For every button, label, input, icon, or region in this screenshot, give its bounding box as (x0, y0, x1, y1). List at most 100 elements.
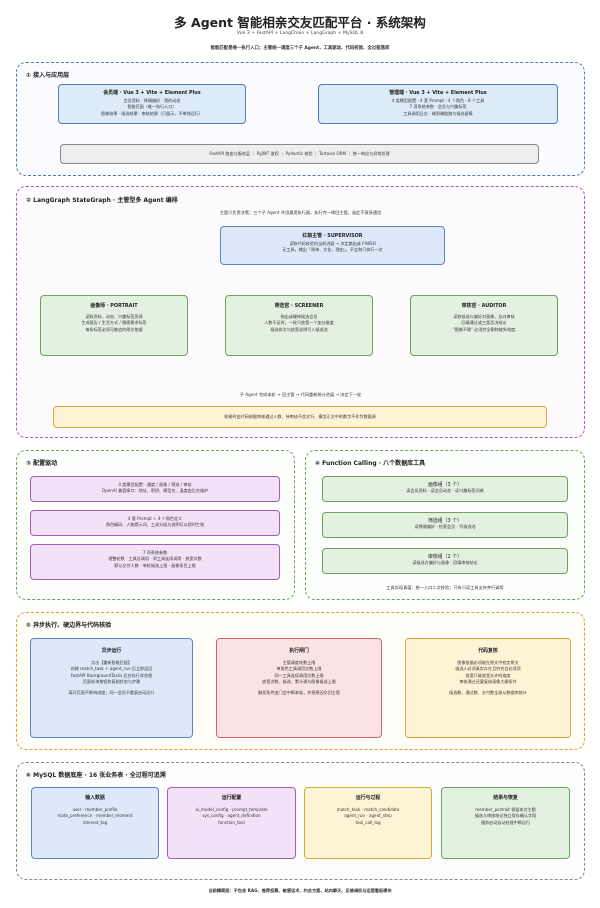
tool-group-auditor: 审核组（2 个） 读候选方偏好与画像 · 回填审核结论 (322, 548, 568, 574)
agent-screener-box: 筛选官 · SCREENER 拖出或硬伸候选会员 人数不足时，一轮只放宽一个加分… (225, 295, 373, 356)
async-line: 离开页面不影响进度；同一会员不重复启动运行 (68, 690, 155, 696)
backend-bar: FastAPI 路由与服务层 ｜ PyJWT 鉴权 ｜ Pydantic 校验 … (60, 144, 539, 164)
db-result-box: 结果与恢复 member_portrait 保留本次主题 候选与审核结论独立保存… (441, 787, 570, 859)
db-config-title: 运行配置 (221, 795, 242, 801)
tool-group-auditor-line: 读候选方偏好与画像 · 回填审核结论 (412, 560, 478, 565)
tool-group-screener: 筛选组（3 个） 读择偶偏好 · 检索会员 · 写候选池 (322, 512, 568, 538)
db-input-line: interest_tag (82, 819, 108, 825)
agent-auditor-title: 审核官 · AUDITOR (461, 303, 507, 309)
code-check-line: 审核通过还要复核画像大纲条件 (459, 679, 517, 685)
admin-client-title: 管理端 · Vue 3 + Vite + Element Plus (389, 90, 487, 96)
code-check-box: 代码复核 图像依据必须能在原文中检定原文 候选人必须真实存在且符合会必须项 放宽… (405, 638, 571, 738)
tool-group-auditor-title: 审核组（2 个） (427, 554, 462, 560)
agent-auditor-line: "图像不稳" 必须完全剔除被失效度 (452, 326, 516, 332)
tool-group-portrait-title: 画像组（3 个） (427, 482, 462, 488)
footer-note: 当前精简版：不包含 RAG、推荐投票、敏感话术、约会方案、站内聊天、反馈调权与运… (208, 888, 392, 893)
supervisor-box: 红娘主管 · SUPERVISOR 读取代码校验的当前进展 → 决定路由或 FI… (220, 226, 445, 265)
async-line: 页面轮询按钮和复制状态与步骤 (82, 679, 141, 685)
agent-screener-line: 拖出或硬伸候选会员 (280, 314, 318, 319)
backend-bar-text: FastAPI 路由与服务层 ｜ PyJWT 鉴权 ｜ Pydantic 校验 … (209, 151, 390, 156)
db-runtime-line: tool_call_log (355, 819, 381, 825)
admin-client-box: 管理端 · Vue 3 + Vite + Element Plus 4 类模型配… (318, 84, 558, 124)
orchestration-desc: 主管只负责决策；三个子 Agent 共用通用执行器，执行完一律回主管，谁此不直接… (219, 210, 382, 215)
agent-screener-line: 人数不足时，一轮只放宽一个加分维度 (264, 320, 334, 326)
user-client-line: 会员资料 · 择偶偏好 · 我的动态 (123, 98, 181, 103)
section-database-title: ⑥ MySQL 数据底座 · 16 张业务表 · 全过程可追溯 (26, 772, 166, 779)
section-access-layer-title: ① 接入与应用层 (26, 72, 70, 79)
agent-auditor-line: 回填通过或三类否决结论 (461, 320, 507, 326)
gate-line: 同一工具连续调用次数上限 (274, 672, 324, 678)
page-title: 多 Agent 智能相亲交友匹配平台 · 系统架构 (174, 15, 426, 30)
config-param-box: 7 项系统参数 规整轮数 · 工具总调用 · 同工具连续调用 · 放宽次数 默认… (30, 544, 280, 580)
warning-box: 收尾时由代码根据审核通过人数、待审核不良文行、模型正文中的数字不作为数据源 (53, 406, 547, 428)
agent-screener-line: 候选排次与放宽说明写入候选池 (270, 326, 328, 332)
gate-line: 主管调度轮数上限 (282, 660, 316, 665)
db-config-line: ai_model_config · prompt_template (195, 807, 268, 812)
async-line: 点击【重新智能匹配】 (91, 660, 132, 665)
config-param-line: 默认交付人数 · 单轮候选上限 · 画像条目上限 (114, 562, 196, 568)
config-param-line: 规整轮数 · 工具总调用 · 同工具连续调用 · 放宽次数 (108, 556, 202, 562)
tools-bottom-text: 工具实现真值：统一入口二次校验；只有只读工具支持并行调用 (386, 585, 504, 590)
gate-line: 触发条件由门会中断本轮，并把原因交回主管 (258, 690, 340, 696)
agent-portrait-line: 生成报告 / 生活方式 / 情感需求标签 (81, 320, 147, 326)
admin-client-line: 7 项系统参数 · 会员与兴趣标签 (409, 104, 467, 110)
db-result-line: 候选与审核结论独立保存确认字段 (474, 813, 537, 819)
async-box: 异步运行 点击【重新智能匹配】 创建 match_task + agent_ru… (30, 638, 193, 738)
section-orchestration-title: ② LangGraph StateGraph · 主管型多 Agent 编排 (26, 197, 178, 204)
agent-portrait-box: 画像师 · PORTRAIT 读取资料、动态、兴趣标签资源 生成报告 / 生活方… (40, 295, 188, 356)
section-config-title: ③ 配置驱动 (26, 460, 58, 467)
supervisor-title: 红娘主管 · SUPERVISOR (302, 233, 363, 239)
db-runtime-line: match_task · match_candidate (336, 807, 400, 812)
tool-group-screener-line: 读择偶偏好 · 检索会员 · 写候选池 (414, 524, 476, 529)
admin-client-line: 4 类模型配置 · 4 套 Prompt · 4 个角色 · 8 个工具 (391, 98, 485, 103)
config-prompt-box: 4 套 Prompt + 4 个角色定义 角色编码、人物提示词、工具分组与说明可… (30, 510, 280, 536)
agent-portrait-line: 读取资料、动态、兴趣标签资源 (85, 314, 143, 319)
gate-title: 执行闸门 (289, 648, 309, 654)
db-runtime-line: agent_run · agent_step (344, 813, 392, 819)
config-model-line: 4 类模型配置：通度 / 画像 / 筛选 / 审核 (118, 482, 192, 487)
flow-text: 子 Agent 完成本轮 → 回主管 → 代码重新统计进展 → 决定下一轮 (239, 392, 362, 397)
config-model-box: 4 类模型配置：通度 / 画像 / 筛选 / 审核 OpenAI 兼容接口：地址… (30, 476, 280, 502)
tool-group-screener-title: 筛选组（3 个） (427, 518, 462, 524)
db-runtime-box: 运行与过程 match_task · match_candidate agent… (304, 787, 432, 859)
code-check-line: 放宽只能放宽允许的维度 (465, 672, 511, 678)
supervisor-line: 无工具，输出「简单、文化、理由」，不会和只执行一次 (282, 247, 383, 253)
agent-screener-title: 筛选官 · SCREENER (274, 303, 324, 309)
section-execution-title: ⑤ 异步执行、硬边界与代码核验 (26, 622, 112, 629)
db-input-box: 输入数据 user · member_profile mate_preferen… (31, 787, 159, 859)
config-model-line: OpenAI 兼容接口：地址、密钥、模型名、温度由后台维护 (101, 488, 209, 494)
db-runtime-title: 运行与过程 (355, 795, 381, 801)
page-note: 智能匹配是唯一执行入口；主管统一调度三个子 Agent，工具驱动、代码校验、全过… (210, 46, 390, 51)
config-prompt-line: 角色编码、人物提示词、工具分组与说明可以即时生效 (105, 522, 205, 528)
gate-box: 执行闸门 主管调度轮数上限 单角色工具调用次数上限 同一工具连续调用次数上限 放… (216, 638, 382, 738)
supervisor-line: 读取代码校验的当前进展 → 决定路由或 FINISH (289, 241, 376, 246)
config-prompt-line: 4 套 Prompt + 4 个角色定义 (127, 516, 183, 521)
gate-line: 单角色工具调用次数上限 (276, 666, 322, 672)
agent-portrait-title: 画像师 · PORTRAIT (90, 303, 138, 309)
agent-auditor-box: 审核官 · AUDITOR 读取候选与偏好对画像，反向审核 回填通过或三类否决结… (410, 295, 558, 356)
gate-line: 放宽次数、候选、累计通与图像候选上限 (262, 679, 336, 685)
db-config-line: function_tool (218, 819, 245, 825)
async-line: FastAPI BackgroundTasks 后台执行状态图 (70, 672, 153, 678)
code-check-line: 候选人必须真实存在且符合会必须项 (455, 666, 521, 672)
code-check-title: 代码复核 (478, 648, 498, 654)
admin-client-line: 工具调用日志 · 端到端链路与候选留痕 (403, 110, 473, 116)
config-param-line: 7 项系统参数 (142, 550, 168, 555)
code-check-line: 候选数、通过数、交付数全部从数据库统计 (449, 690, 527, 696)
db-input-line: mate_preference · member_moment (57, 813, 133, 819)
db-result-title: 结果与恢复 (493, 795, 518, 801)
agent-auditor-line: 读取候选与偏好对画像，反向审核 (453, 314, 515, 319)
section-tools-title: ④ Function Calling · 八个数据库工具 (315, 460, 426, 467)
code-check-line: 图像依据必须能在原文中检定原文 (457, 660, 519, 665)
async-line: 创建 match_task + agent_run 后立即返回 (70, 666, 153, 672)
db-input-line: user · member_profile (72, 807, 118, 812)
user-client-line: 图像结果 · 候选结果 · 审核结果（只展示，不单独运行） (101, 110, 203, 116)
db-result-line: member_portrait 保留本次主题 (475, 807, 536, 812)
user-client-line: 智能匹配（唯一执行入口） (127, 104, 177, 110)
agent-portrait-line: 每条标签必须可被追的原文依据 (85, 326, 143, 332)
user-client-title: 会员端 · Vue 3 + Vite + Element Plus (103, 90, 201, 96)
tool-group-portrait-line: 读会员资料 · 读会员动态 · 读兴趣标签词典 (406, 488, 484, 493)
tool-group-portrait: 画像组（3 个） 读会员资料 · 读会员动态 · 读兴趣标签词典 (322, 476, 568, 502)
user-client-box: 会员端 · Vue 3 + Vite + Element Plus 会员资料 ·… (58, 84, 246, 124)
async-title: 异步运行 (101, 648, 122, 654)
